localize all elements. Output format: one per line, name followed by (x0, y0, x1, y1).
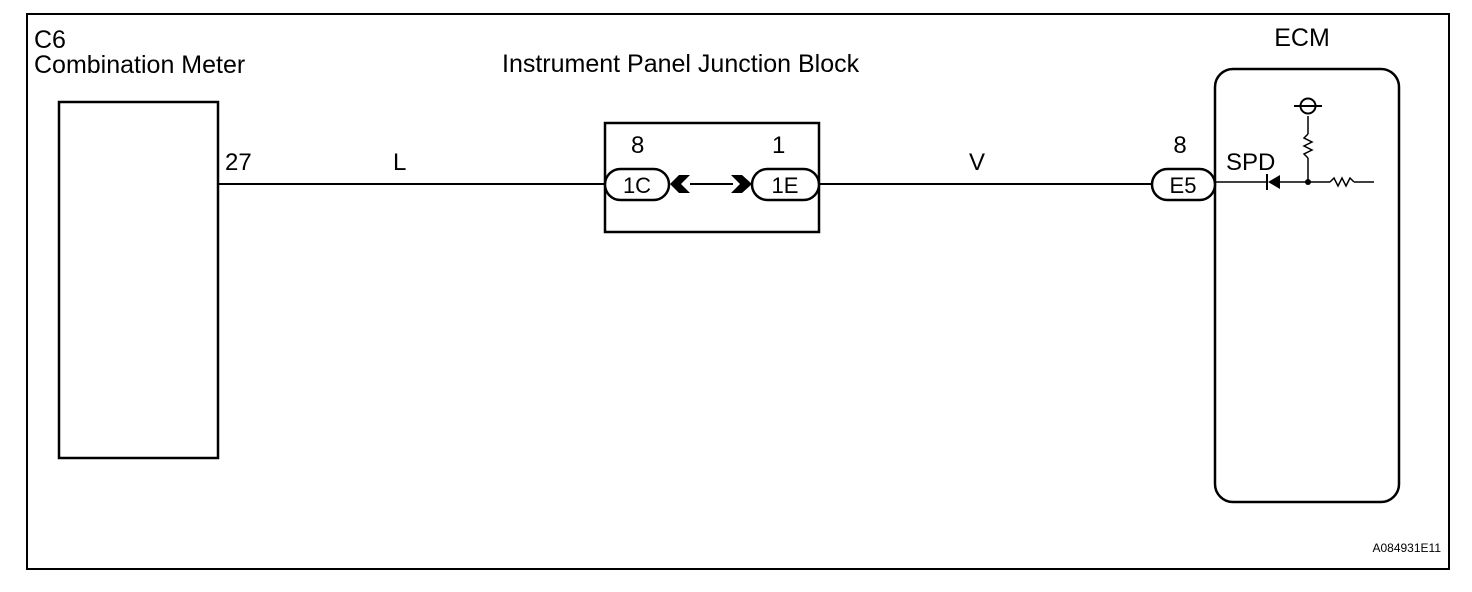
diagram-frame (26, 13, 1450, 570)
wire-left-color: L (393, 149, 406, 176)
female-terminal-icon (670, 175, 690, 193)
connector-1c-oval (603, 167, 671, 202)
junction-title: Instrument Panel Junction Block (502, 50, 860, 78)
junction-block-box (603, 121, 821, 234)
ecm-signal-label: SPD (1226, 149, 1275, 176)
connector-e5-oval (1150, 167, 1217, 202)
junction-right-pin: 1 (772, 132, 785, 159)
wire-right-color: V (969, 149, 985, 176)
pullup-resistor-icon (1302, 133, 1314, 159)
male-terminal-icon (731, 175, 752, 193)
ecm-pin-label: 8 (1173, 132, 1186, 159)
meter-code: C6 (34, 26, 66, 54)
connector-1e-label: 1E (772, 173, 799, 198)
junction-left-pin: 8 (631, 132, 644, 159)
ecm-title: ECM (1274, 24, 1330, 52)
meter-pin-label: 27 (225, 149, 252, 176)
series-resistor-icon (1329, 176, 1355, 188)
connector-1c-label: 1C (623, 173, 651, 198)
diode-icon (1268, 175, 1280, 189)
ecm-box (1213, 67, 1401, 504)
connector-e5-label: E5 (1170, 173, 1197, 198)
meter-name: Combination Meter (34, 51, 245, 79)
diagram-reference-code: A084931E11 (1372, 541, 1441, 555)
combination-meter-box (57, 100, 220, 460)
